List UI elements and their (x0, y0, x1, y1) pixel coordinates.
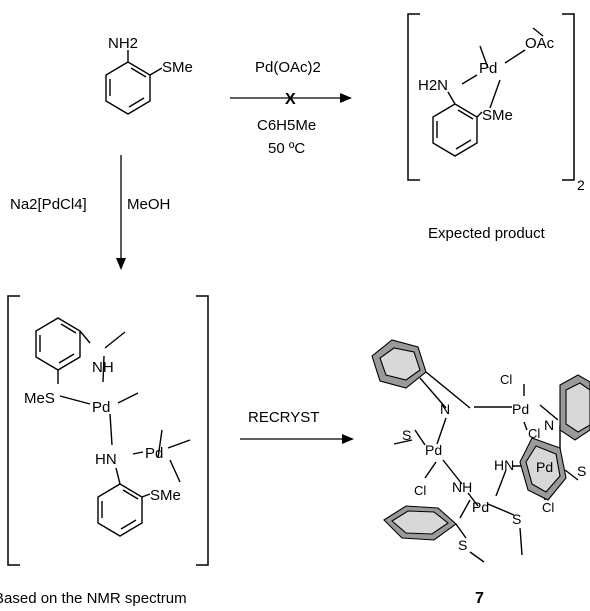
pd-bottom-label: Pd (145, 445, 163, 462)
cl-1-label: Cl (500, 372, 512, 387)
oac-label: OAc (525, 35, 555, 52)
nmr-caption: Based on the NMR spectrum (0, 590, 187, 607)
n-2-label: N (544, 417, 554, 433)
n-1-label: N (440, 401, 450, 417)
pd-3-label: Pd (536, 459, 553, 475)
down-reaction: Na2[PdCl4] MeOH (10, 155, 170, 270)
pd-4-label: Pd (472, 499, 489, 515)
nh-label: NH (452, 479, 472, 495)
h2n-label: H2N (418, 77, 448, 94)
hn-label: HN (494, 457, 514, 473)
sme-label: SMe (162, 59, 193, 76)
cl-2-label: Cl (528, 426, 540, 441)
expected-product-caption: Expected product (428, 225, 546, 242)
starting-material: NH2 SMe (105, 35, 193, 115)
mes-label: MeS (24, 390, 55, 407)
recryst-label: RECRYST (248, 409, 319, 426)
temperature-label: 50 ºC (268, 140, 305, 157)
pd-2-label: Pd (425, 442, 442, 458)
pd-oac2-label: Pd(OAc)2 (255, 59, 321, 76)
hn-bottom-label: HN (95, 451, 117, 468)
pd-1-label: Pd (512, 401, 529, 417)
na2pdcl4-label: Na2[PdCl4] (10, 196, 87, 213)
nh2-label: NH2 (108, 35, 138, 52)
failed-x-mark: X (285, 91, 296, 108)
cl-4-label: Cl (542, 500, 554, 515)
top-arrow-head (340, 93, 352, 103)
recryst-arrow-head (342, 434, 354, 444)
compound-7: Cl N Pd Cl N S Pd HN Pd S Cl NH Pd Cl S … (371, 339, 590, 607)
nmr-structure: NH Pd MeS HN Pd SMe Based on the NMR spe… (0, 295, 209, 607)
ring-bottom-left-face (391, 510, 449, 535)
right-bracket (562, 13, 575, 181)
pd-top-label: Pd (92, 399, 110, 416)
dimer-subscript: 2 (577, 177, 585, 193)
top-reaction: Pd(OAc)2 X C6H5Me 50 ºC (230, 59, 352, 157)
recryst-reaction: RECRYST (240, 409, 354, 444)
s-1-label: S (402, 427, 411, 443)
sme-label-expected: SMe (482, 107, 513, 124)
s-3-label: S (512, 511, 521, 527)
ring-right-face (565, 382, 590, 433)
cl-3-label: Cl (414, 483, 426, 498)
nh-top-label: NH (92, 359, 114, 376)
s-2-label: S (577, 463, 586, 479)
toluene-label: C6H5Me (257, 117, 316, 134)
methanol-label: MeOH (127, 196, 170, 213)
sme-bottom-label: SMe (150, 487, 181, 504)
expected-product: 2 OAc Pd H2N SMe Expected product (407, 13, 585, 242)
compound-7-label: 7 (475, 590, 484, 607)
ring-center-face (525, 445, 561, 493)
nmr-left-bracket (7, 295, 20, 566)
left-bracket (407, 13, 420, 181)
ring-top-left-face (379, 347, 421, 381)
down-arrow-head (116, 258, 126, 270)
nmr-right-bracket (196, 295, 209, 566)
pd-label: Pd (479, 60, 497, 77)
s-4-label: S (458, 537, 467, 553)
